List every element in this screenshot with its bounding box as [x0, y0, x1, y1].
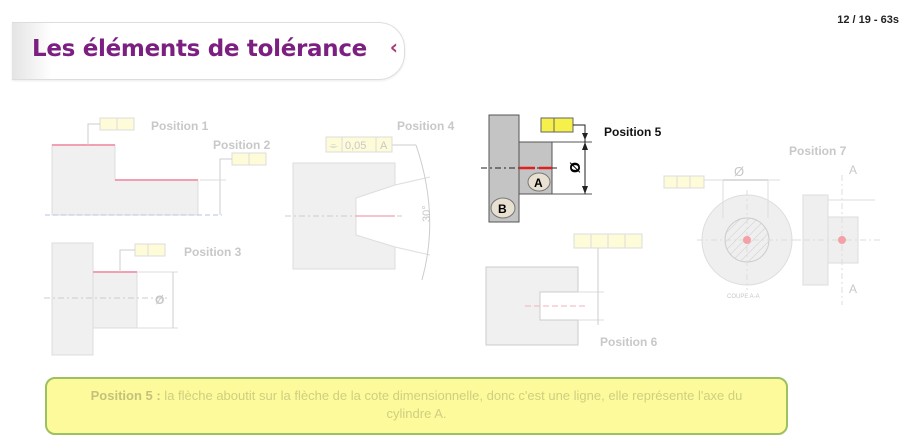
- label-position-2: Position 2: [213, 138, 271, 152]
- label-position-7: Position 7: [789, 144, 847, 158]
- title-bar: Les éléments de tolérance ‹: [12, 22, 405, 80]
- section-label-a-bottom: A: [849, 282, 857, 296]
- tolerance-value: 0,05: [345, 140, 366, 152]
- section-caption: COUPE A-A: [727, 294, 760, 300]
- diameter-symbol-5: Ø: [566, 162, 581, 173]
- angle-dimension: 30°: [421, 205, 433, 222]
- datum-reference: A: [380, 140, 388, 152]
- symmetry-icon: ⌯: [329, 140, 338, 152]
- figure-position-3: Ø Position 3: [44, 242, 242, 356]
- caption-heading: Position 5 :: [90, 388, 161, 403]
- section-label-a-top: A: [849, 163, 857, 177]
- label-position-1: Position 1: [151, 119, 209, 133]
- figure-position-4: ⌯ 0,05 A 30° Position 4: [285, 119, 455, 281]
- diameter-symbol: Ø: [155, 293, 164, 307]
- label-position-5: Position 5: [604, 125, 662, 139]
- figure-position-7: Ø A A COUPE A-A Position 7: [663, 144, 880, 305]
- figure-position-1-2: Position 1 Position 2: [45, 117, 271, 216]
- figure-position-6: Position 6: [485, 233, 658, 349]
- label-position-4: Position 4: [397, 119, 455, 133]
- label-position-3: Position 3: [184, 245, 242, 259]
- chevron-left-icon[interactable]: ‹: [389, 35, 398, 59]
- datum-b-label: B: [498, 202, 507, 216]
- datum-a-label: A: [534, 176, 543, 190]
- diameter-symbol-7: Ø: [734, 164, 744, 179]
- figure-position-5: A B Ø Position 5: [481, 114, 662, 223]
- label-position-6: Position 6: [600, 335, 658, 349]
- explanation-box: Position 5 : la flèche aboutit sur la fl…: [45, 377, 788, 435]
- page-title: Les éléments de tolérance: [32, 36, 367, 62]
- caption-text: la flèche aboutit sur la flèche de la co…: [160, 388, 743, 421]
- slide-counter: 12 / 19 - 63s: [837, 14, 899, 26]
